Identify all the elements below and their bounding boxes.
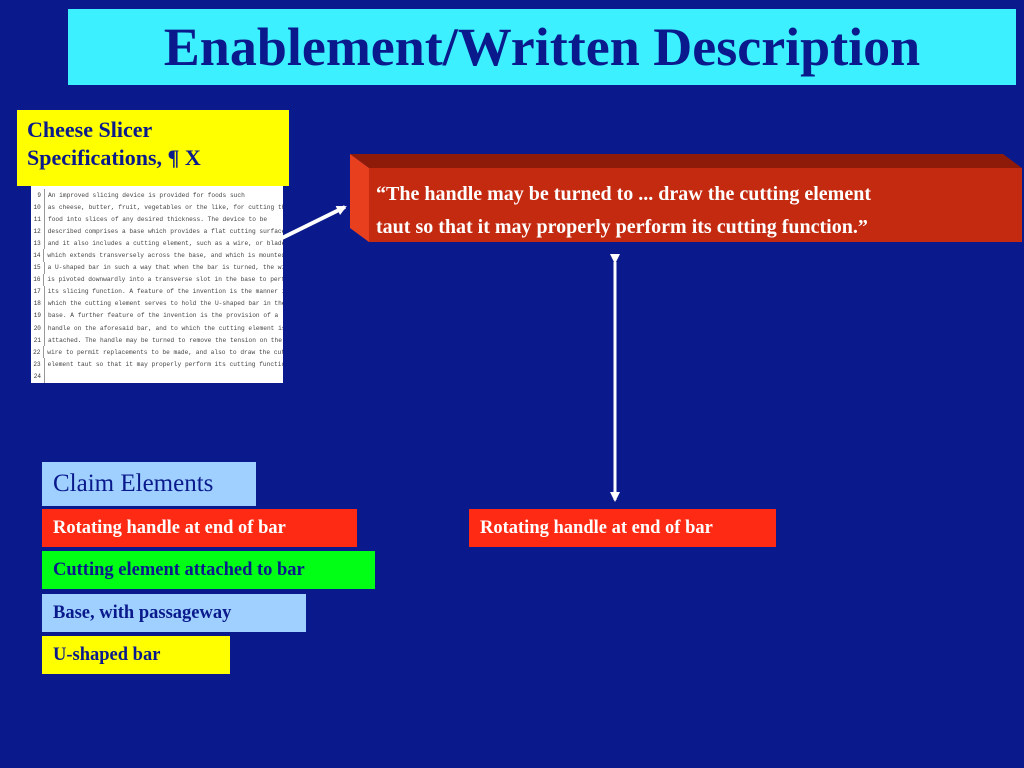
line-number: 17: [33, 288, 41, 296]
line-text: food into slices of any desired thicknes…: [48, 215, 268, 223]
line-text: attached. The handle may be turned to re…: [48, 336, 282, 344]
line-number: 21: [33, 336, 41, 344]
doc-line: 9 An improved slicing device is provided…: [31, 189, 283, 202]
line-text: described comprises a base which provide…: [47, 227, 283, 235]
doc-line: 17 its slicing function. A feature of the…: [31, 285, 283, 298]
line-number: 24: [33, 372, 41, 380]
line-text: which the cutting element serves to hold…: [47, 300, 283, 308]
quote-text: “The handle may be turned to ... draw th…: [376, 178, 1022, 244]
line-number: 18: [33, 300, 41, 308]
line-text: wire to permit replacements to be made, …: [47, 348, 283, 356]
claim-element-cutting: Cutting element attached to bar: [42, 551, 375, 589]
line-text: which extends transversely across the ba…: [47, 252, 283, 260]
line-text: and it also includes a cutting element, …: [47, 239, 283, 247]
doc-line: 10 as cheese, butter, fruit, vegetables o…: [31, 201, 283, 214]
claim-element-bar: U-shaped bar: [42, 636, 230, 674]
line-number: 14: [33, 252, 41, 260]
line-number: 19: [33, 312, 41, 320]
line-text: element taut so that it may properly per…: [47, 360, 283, 368]
doc-line: 12 described comprises a base which provi…: [31, 225, 283, 238]
doc-line: 11 food into slices of any desired thickn…: [31, 213, 283, 226]
line-number: 9: [37, 191, 41, 199]
claim-element-base: Base, with passageway: [42, 594, 306, 632]
line-number: 22: [33, 348, 41, 356]
claim-elements-header: Claim Elements: [42, 462, 256, 506]
quote-line1: “The handle may be turned to ... draw th…: [376, 183, 871, 205]
line-text: base. A further feature of the invention…: [48, 312, 279, 320]
excerpt-to-quote-arrow: [281, 205, 347, 240]
line-number: 11: [33, 215, 41, 223]
quote-box-shape: [350, 154, 1022, 242]
line-text: is pivoted downwardly into a transverse …: [47, 276, 283, 284]
doc-line: 14 which extends transversely across the …: [31, 249, 283, 262]
doc-line: 18 which the cutting element serves to ho…: [31, 297, 283, 310]
spec-label-line1: Cheese Slicer: [27, 117, 153, 142]
quote-box: [350, 154, 1022, 242]
doc-line: 21 attached. The handle may be turned to …: [31, 334, 283, 347]
line-number: 15: [33, 264, 41, 272]
doc-line: 24: [31, 370, 283, 383]
claim-element-handle: Rotating handle at end of bar: [42, 509, 357, 547]
doc-line: 23 element taut so that it may properly p…: [31, 358, 283, 371]
doc-line: 20 handle on the aforesaid bar, and to wh…: [31, 322, 283, 335]
line-number: 12: [33, 227, 41, 235]
doc-line: 16 is pivoted downwardly into a transvers…: [31, 273, 283, 286]
doc-line: 22 wire to permit replacements to be made…: [31, 346, 283, 359]
quote-line2: taut so that it may properly perform its…: [376, 216, 868, 238]
line-text: its slicing function. A feature of the i…: [47, 288, 283, 296]
line-number: 10: [33, 203, 41, 211]
line-text: An improved slicing device is provided f…: [48, 191, 245, 199]
doc-line: 13 and it also includes a cutting element…: [31, 237, 283, 250]
line-number: 20: [33, 324, 41, 332]
line-text: handle on the aforesaid bar, and to whic…: [47, 324, 283, 332]
slide-title: Enablement/Written Description: [68, 9, 1016, 85]
line-number: 23: [33, 360, 41, 368]
doc-line: 15 a U-shaped bar in such a way that when…: [31, 261, 283, 274]
spec-excerpt: 9 An improved slicing device is provided…: [31, 186, 283, 383]
doc-line: 19 base. A further feature of the inventi…: [31, 309, 283, 323]
line-text: as cheese, butter, fruit, vegetables or …: [47, 203, 283, 211]
line-text: a U-shaped bar in such a way that when t…: [47, 264, 283, 272]
spec-label-line2: Specifications, ¶ X: [27, 145, 201, 170]
matched-claim-element: Rotating handle at end of bar: [469, 509, 776, 547]
line-number: 13: [33, 239, 41, 247]
line-number: 16: [33, 276, 41, 284]
spec-label: Cheese Slicer Specifications, ¶ X: [17, 110, 289, 186]
